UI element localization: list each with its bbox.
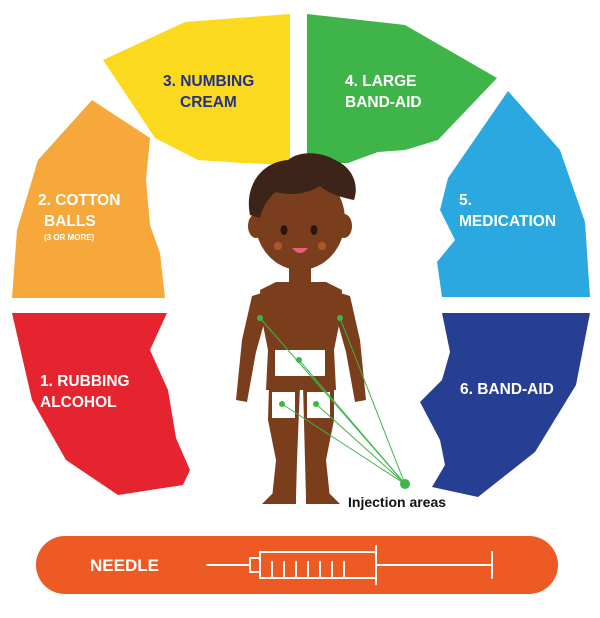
label-medication-2: MEDICATION <box>459 213 556 230</box>
injection-dot-right-arm <box>337 315 343 321</box>
label-band-aid-1: 6. BAND-AID <box>460 381 554 398</box>
right-ear <box>336 214 352 238</box>
segment-band-aid <box>420 313 590 497</box>
injection-patch-belly <box>275 350 325 376</box>
injection-dot-left-thigh <box>279 401 285 407</box>
segment-medication <box>437 91 590 297</box>
label-rubbing-alcohol-2: ALCOHOL <box>40 394 117 411</box>
label-large-band-aid-2: BAND-AID <box>345 94 422 111</box>
segment-labels: 1. RUBBING ALCOHOL 2. COTTON BALLS (3 OR… <box>38 73 556 411</box>
left-foot <box>262 494 296 504</box>
needle-section: NEEDLE <box>36 536 558 594</box>
pointer-line-belly <box>298 359 406 485</box>
left-cheek <box>274 242 282 250</box>
pointer-line-right-arm <box>339 317 406 485</box>
injection-dot-right-thigh <box>313 401 319 407</box>
segment-cotton-balls <box>12 100 165 298</box>
left-arm <box>236 292 265 402</box>
hair <box>248 153 356 218</box>
injection-dot-left-arm <box>257 315 263 321</box>
label-large-band-aid-1: 4. LARGE <box>345 73 416 90</box>
injection-dot-belly <box>296 357 302 363</box>
right-eye <box>310 225 318 235</box>
label-numbing-cream-1: 3. NUMBING <box>163 73 254 90</box>
segment-numbing-cream <box>103 14 290 165</box>
label-numbing-cream-2: CREAM <box>180 94 237 111</box>
syringe-icon <box>206 545 493 585</box>
left-eye <box>280 225 288 235</box>
left-ear <box>248 214 264 238</box>
pointer-origin-dot <box>400 479 410 489</box>
smile-mouth <box>292 248 308 253</box>
supplies-ring <box>12 14 590 497</box>
injection-pointers <box>257 315 410 489</box>
segment-large-band-aid <box>307 14 497 163</box>
label-medication-1: 5. <box>459 192 472 209</box>
injection-areas-label: Injection areas <box>348 494 446 510</box>
segment-rubbing-alcohol <box>12 313 190 495</box>
label-cotton-balls-sub: (3 OR MORE) <box>44 233 95 242</box>
right-foot <box>306 494 340 504</box>
pointer-line-right-thigh <box>315 403 406 485</box>
child-figure <box>236 153 366 504</box>
needle-label: NEEDLE <box>90 556 159 575</box>
label-cotton-balls-2: BALLS <box>44 213 96 230</box>
pointer-line-left-thigh <box>281 403 406 485</box>
label-rubbing-alcohol-1: 1. RUBBING <box>40 373 130 390</box>
label-cotton-balls-1: 2. COTTON <box>38 192 120 209</box>
right-cheek <box>318 242 326 250</box>
